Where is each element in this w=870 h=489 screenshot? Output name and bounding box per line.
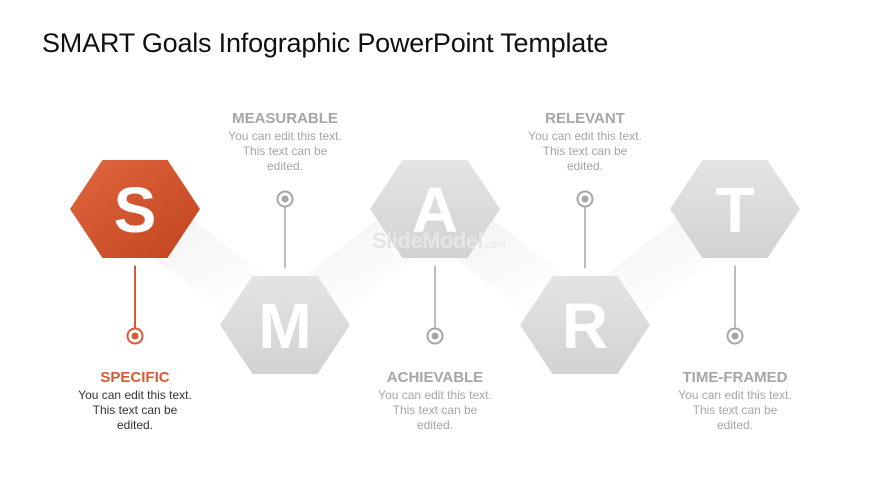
step-text-achievable: You can edit this text. This text can be… [350,388,520,433]
step-text-specific: You can edit this text. This text can be… [50,388,220,433]
hexagon-r [520,276,650,374]
step-heading-relevant: RELEVANT [545,110,625,127]
hexagon-letter-s: S [114,174,157,246]
watermark-brand: SlideModel [372,228,484,253]
step-text-relevant: You can edit this text. This text can be… [500,129,670,174]
hexagon-letter-m: M [258,290,311,362]
step-text-line: This text can be [542,144,628,158]
step-text-line: This text can be [92,403,178,417]
step-text-line: You can edit this text. [228,129,342,143]
step-text-line: This text can be [242,144,328,158]
step-heading-specific: SPECIFIC [100,369,170,386]
step-text-line: This text can be [692,403,778,417]
connector-dot-center [131,332,139,340]
step-text-measurable: You can edit this text. This text can be… [200,129,370,174]
watermark-logo: SlideModel.com [372,228,505,254]
hexagon-s [70,160,200,258]
step-heading-measurable: MEASURABLE [232,110,338,127]
step-text-line: edited. [716,418,754,432]
step-heading-achievable: ACHIEVABLE [386,369,484,386]
hexagon-m [220,276,350,374]
step-text-line: You can edit this text. [378,388,492,402]
step-text-line: edited. [416,418,454,432]
step-text-time-framed: You can edit this text. This text can be… [650,388,820,433]
step-text-line: edited. [566,159,604,173]
hexagon-letter-r: R [562,290,608,362]
step-text-line: edited. [116,418,154,432]
step-text-line: You can edit this text. [78,388,192,402]
slide-title: SMART Goals Infographic PowerPoint Templ… [42,28,609,58]
hexagon-a [370,160,500,258]
hexagon-letter-t: T [715,174,754,246]
hexagon-layer: S M A R T [70,160,800,374]
hexagon-letter-a: A [412,174,458,246]
connector-dot-center [581,195,589,203]
hexagon-t [670,160,800,258]
watermark-suffix: .com [483,239,505,251]
step-text-line: You can edit this text. [528,129,642,143]
step-text-line: This text can be [392,403,478,417]
step-heading-time-framed: TIME-FRAMED [682,369,788,386]
connector-layer [126,190,744,345]
connector-dot-center [281,195,289,203]
connector-dot-center [431,332,439,340]
step-text-line: edited. [266,159,304,173]
connector-dot-center [731,332,739,340]
step-text-line: You can edit this text. [678,388,792,402]
